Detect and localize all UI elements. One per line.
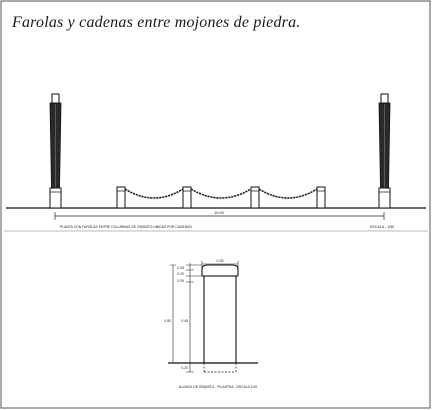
dim-label-4: 0.80 bbox=[164, 319, 171, 323]
elevation-scale: ESCALA - 1/50 bbox=[370, 225, 394, 229]
dim-label-2: 0.20 bbox=[177, 272, 184, 276]
overall-dimension: 15.00 bbox=[54, 210, 385, 220]
detail-caption: ALZADO DE GRANITO - PILASTRA - ESCALA 1/… bbox=[179, 385, 258, 389]
dim-label-6: 0.20 bbox=[181, 366, 188, 370]
stone-bollard-2 bbox=[182, 186, 192, 209]
chain-3 bbox=[258, 188, 318, 199]
bollard-detail: 0.35 0.05 0.20 0.05 bbox=[164, 259, 258, 389]
lamp-post-left bbox=[49, 93, 62, 209]
dim-label-5: 0.45 bbox=[181, 319, 188, 323]
bollard-shaft bbox=[203, 275, 237, 364]
lamp-post-right bbox=[378, 93, 391, 209]
chain-1 bbox=[124, 188, 184, 199]
stone-bollard-4 bbox=[316, 186, 326, 209]
top-width-label: 0.35 bbox=[217, 259, 224, 263]
sheet-title: Farolas y cadenas entre mojones de piedr… bbox=[12, 14, 301, 31]
bollard-cap bbox=[201, 264, 239, 276]
elevation-caption: PLANTA CON FAROLAS ENTRE COLUMNAS DE GRA… bbox=[60, 225, 192, 229]
overall-dimension-label: 15.00 bbox=[214, 210, 225, 215]
elevation-view: 15.00 PLANTA CON FAROLAS ENTRE COLUMNAS … bbox=[6, 93, 426, 229]
dim-label-1: 0.05 bbox=[177, 266, 184, 270]
chain-2 bbox=[190, 188, 252, 199]
dim-label-3: 0.05 bbox=[177, 279, 184, 283]
stone-bollard-1 bbox=[116, 186, 126, 209]
stone-bollard-3 bbox=[250, 186, 260, 209]
